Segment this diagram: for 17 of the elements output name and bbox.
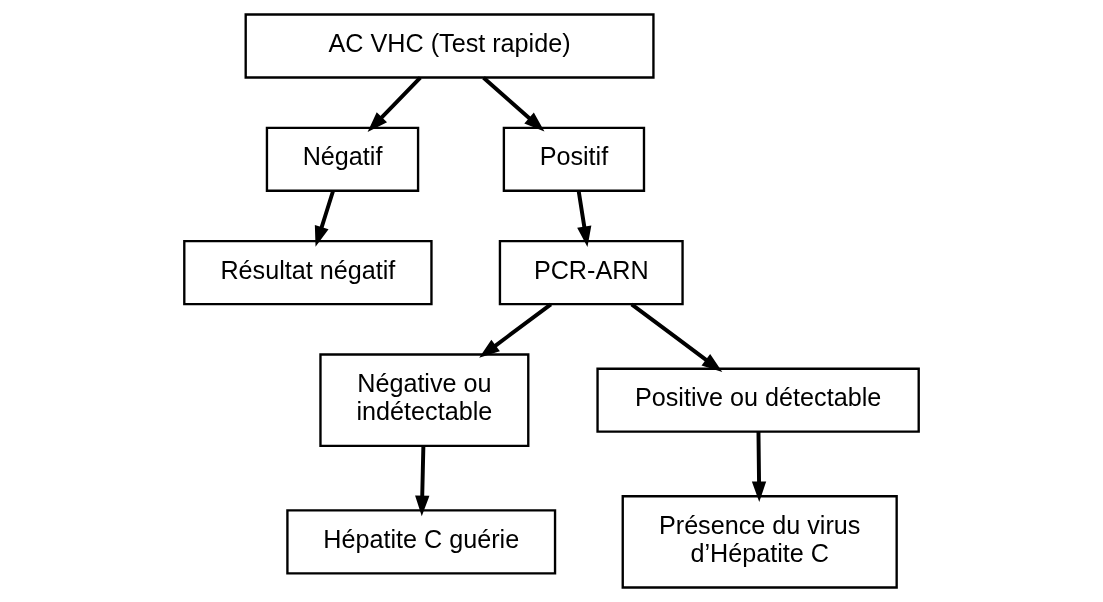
arrow	[314, 190, 335, 247]
node-box: Présence du virus d’Hépatite C	[621, 495, 898, 589]
node-box: Positive ou détectable	[596, 367, 920, 433]
arrow	[367, 76, 422, 132]
node-box: Négatif	[265, 126, 420, 192]
node-box: Résultat négatif	[183, 240, 433, 306]
node-box: PCR-ARN	[498, 240, 684, 306]
arrow	[576, 190, 592, 247]
arrow	[482, 76, 545, 132]
node-box: AC VHC (Test rapide)	[244, 13, 655, 79]
arrow	[751, 431, 767, 503]
arrow	[479, 302, 553, 358]
arrow	[415, 446, 430, 517]
node-box: Négative ou indétectable	[319, 353, 530, 447]
node-box: Positif	[502, 126, 646, 192]
node-box: Hépatite C guérie	[286, 509, 557, 575]
arrow	[630, 302, 723, 372]
